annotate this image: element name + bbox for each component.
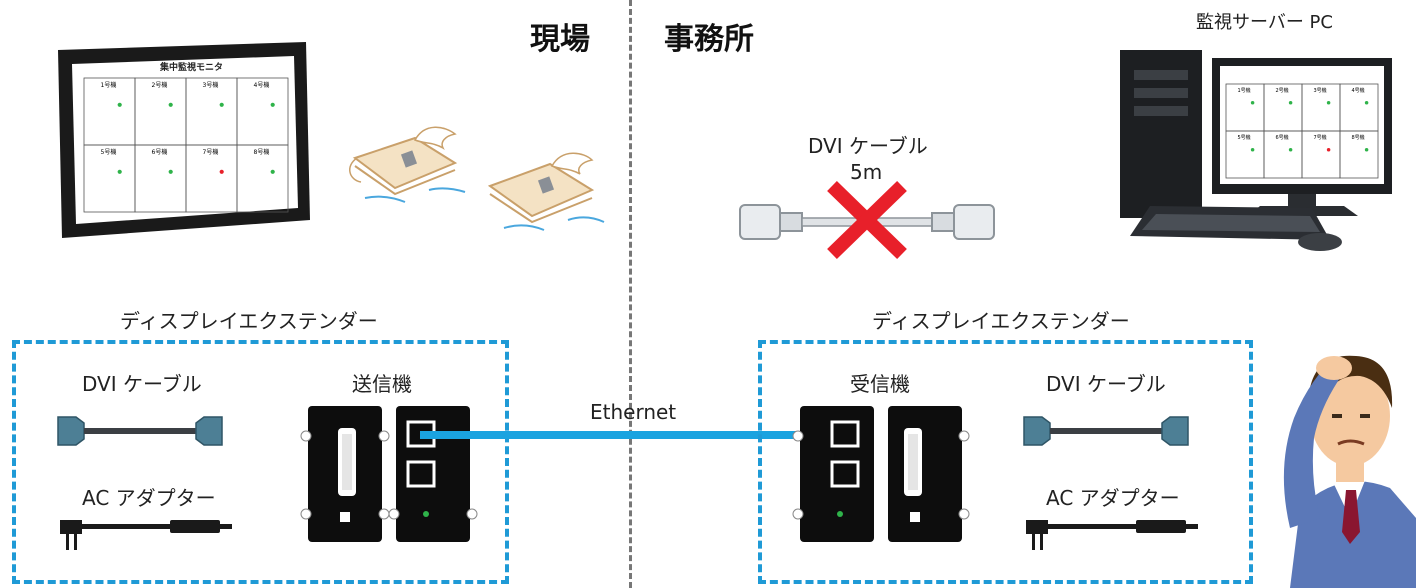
worried-person-icon (1283, 355, 1416, 588)
site-header: 現場 (530, 22, 590, 57)
office-header: 事務所 (664, 22, 754, 57)
monitor-cell-label: 2号機 (1276, 87, 1289, 94)
transmitter-label: 送信機 (352, 372, 412, 396)
monitor-cell (236, 144, 289, 213)
status-led (219, 169, 224, 174)
site-office-divider (629, 0, 632, 588)
extender-left-box (12, 340, 509, 584)
monitor-cell-label: 3号機 (1314, 87, 1327, 94)
status-led (1288, 101, 1293, 105)
monitor-cell-label: 2号機 (152, 81, 168, 89)
extender-left-ac-label: AC アダプター (82, 486, 216, 510)
status-led (168, 169, 173, 174)
status-led (1326, 101, 1331, 105)
extender-left-dvi-cable-icon (57, 416, 223, 446)
ethernet-label: Ethernet (590, 400, 677, 424)
monitor-cell-label: 7号機 (203, 148, 219, 156)
extender-right-ac-label: AC アダプター (1046, 486, 1180, 510)
status-led (1250, 101, 1255, 105)
monitor-cell-label: 8号機 (1352, 134, 1365, 141)
status-led (270, 169, 275, 174)
status-led (1288, 148, 1293, 152)
server-pc-label: 監視サーバー PC (1196, 12, 1333, 33)
extender-right-ac-adapter-icon (1026, 520, 1198, 550)
monitor-cell-label: 4号機 (254, 81, 270, 89)
status-led (117, 102, 122, 107)
status-led (219, 102, 224, 107)
dvi-long-label: DVI ケーブル (808, 134, 928, 158)
flying-documents-icon (349, 126, 466, 203)
status-led (1364, 148, 1369, 152)
monitor-cell-label: 6号機 (1276, 134, 1289, 141)
status-led (270, 102, 275, 107)
flying-documents-icon-2 (487, 152, 605, 231)
cross-mark-icon (827, 180, 907, 260)
monitor-screen-title: 集中監視モニタ (160, 63, 224, 73)
status-led (1364, 101, 1369, 105)
monitor-cell (1339, 130, 1379, 179)
status-led (168, 102, 173, 107)
dvi-long-length: 5m (850, 160, 883, 184)
site-monitor-icon: 1号機 2号機 3号機 4号機 5号機 6号機 7号機 8号機 (58, 42, 310, 238)
monitor-cell-label: 6号機 (152, 148, 168, 156)
extender-left-ac-adapter-icon (60, 520, 232, 550)
monitor-cell-label: 8号機 (254, 148, 270, 156)
extender-left-dvi-label: DVI ケーブル (82, 372, 202, 396)
monitor-cell-label: 1号機 (1238, 87, 1251, 94)
receiver-label: 受信機 (850, 372, 910, 396)
monitor-cell-label: 1号機 (101, 81, 117, 89)
monitor-cell-label: 7号機 (1314, 134, 1327, 141)
monitor-cell-label: 5号機 (101, 148, 117, 156)
monitor-cell-label: 4号機 (1352, 87, 1365, 94)
status-led (1250, 148, 1255, 152)
transmitter-unit-icon (300, 406, 478, 542)
status-led (117, 169, 122, 174)
extender-right-box (758, 340, 1253, 584)
extender-right-dvi-cable-icon (1023, 416, 1189, 446)
monitor-cell-label: 5号機 (1238, 134, 1251, 141)
status-led (1326, 148, 1331, 152)
extender-right-title: ディスプレイエクステンダー (872, 309, 1130, 333)
ethernet-cable (420, 431, 852, 439)
extender-left-title: ディスプレイエクステンダー (120, 309, 378, 333)
dvi-long-cable-icon (739, 204, 995, 240)
receiver-unit-icon (792, 406, 970, 542)
extender-right-dvi-label: DVI ケーブル (1046, 372, 1166, 396)
server-pc-icon: 1号機 2号機 3号機 4号機 5号機 6号機 7号機 8号機 (1120, 50, 1392, 251)
monitor-cell-label: 3号機 (203, 81, 219, 89)
monitor-screen-grid: 1号機 2号機 3号機 4号機 5号機 6号機 7号機 8号機 (83, 77, 289, 213)
